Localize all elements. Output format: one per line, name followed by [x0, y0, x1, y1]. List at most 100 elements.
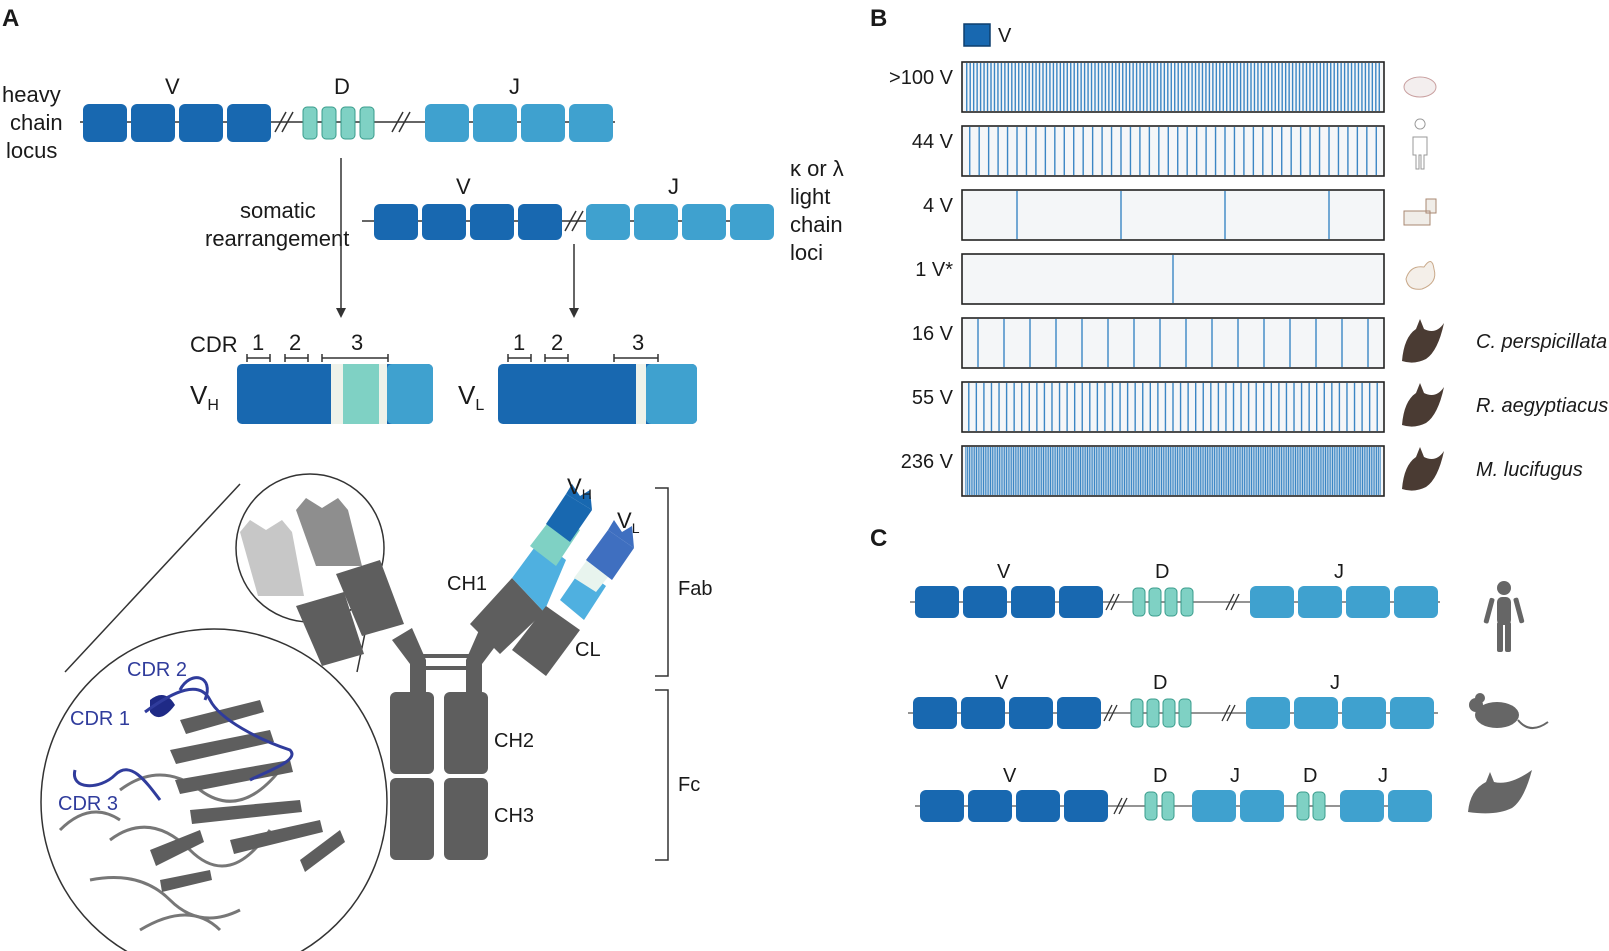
d-segment: [359, 106, 375, 140]
chicken-icon: [1405, 261, 1436, 290]
right-ch3-domain: [444, 778, 488, 860]
arrow-head: [336, 308, 346, 318]
panel-c: C V D J: [870, 525, 1549, 822]
ch3-label: CH3: [494, 805, 534, 827]
light-chain-label-2: light: [790, 184, 830, 209]
c3-d1-label: D: [1153, 765, 1167, 787]
left-vl-domain: [240, 532, 304, 596]
v-gene-track: [961, 125, 1385, 177]
structure-inset: CDR 2 CDR 1 CDR 3: [40, 628, 388, 951]
v-segment: [518, 204, 562, 240]
v-count-label: 4 V: [923, 195, 954, 217]
j-segment: [730, 204, 774, 240]
disulfide-bond: [410, 666, 482, 670]
right-vl-cdr: [574, 556, 612, 592]
v-gene-row: 44 V: [912, 118, 1428, 177]
right-ch1-domain: [470, 578, 544, 654]
right-hinge: [466, 628, 500, 700]
locus-row-mouse: V D J: [908, 672, 1549, 729]
fc-bracket: [655, 689, 669, 861]
c3-v-label: V: [1003, 765, 1017, 787]
break-mark: [564, 210, 584, 232]
panel-a: A heavy chain locus V: [2, 5, 844, 951]
v-segment: [83, 104, 127, 142]
left-ch3-domain: [390, 778, 434, 860]
bat-icon: [1402, 383, 1444, 427]
cdr1-helix: [150, 695, 175, 718]
bat-icon: [1402, 447, 1444, 491]
rearrangement-arrows: [336, 158, 579, 318]
arrow-head: [569, 308, 579, 318]
disulfide-bond: [410, 654, 482, 658]
ab-vl-label: VL: [617, 508, 640, 536]
heavy-chain-label-3: locus: [6, 138, 57, 163]
heavy-d-label: D: [334, 74, 350, 99]
j-segment: [586, 204, 630, 240]
left-ch2-domain: [390, 692, 434, 774]
c1-v-label: V: [997, 561, 1011, 583]
panel-a-letter: A: [2, 5, 19, 32]
v-count-label: 55 V: [912, 387, 954, 409]
heavy-v-label: V: [165, 74, 180, 99]
v-gene-track: [961, 189, 1385, 241]
v-gene-track: [961, 317, 1385, 369]
right-cl-domain: [512, 606, 580, 676]
v-count-label: 236 V: [901, 451, 954, 473]
v-gene-row: 55 V R. aegyptiacus: [912, 381, 1608, 433]
heavy-chain-label-1: heavy: [2, 82, 61, 107]
v-count-label: >100 V: [889, 67, 954, 89]
locus-row-human: V D J: [910, 561, 1525, 652]
cdr1-number: 1: [252, 330, 264, 355]
light-chain-locus: V J: [362, 174, 774, 240]
c1-j-label: J: [1334, 561, 1344, 583]
cdr3-label: CDR 3: [58, 793, 118, 815]
vl-cdr1-number: 1: [513, 330, 525, 355]
light-chain-label-1: κ or λ: [790, 156, 844, 181]
cdr2-label: CDR 2: [127, 659, 187, 681]
light-chain-label-4: loci: [790, 240, 823, 265]
v-count-label: 1 V*: [915, 259, 953, 281]
species-name: R. aegyptiacus: [1476, 395, 1608, 417]
light-v-label: V: [456, 174, 471, 199]
beta-strands: [150, 700, 345, 892]
right-vh-domain: [546, 494, 592, 542]
vl-cdr3-number: 3: [632, 330, 644, 355]
human-icon: [1483, 581, 1525, 652]
v-count-label: 16 V: [912, 323, 954, 345]
light-chain-label-3: chain: [790, 212, 843, 237]
mouse-icon: [1403, 76, 1437, 98]
cdr3-loop: [73, 768, 162, 801]
locus-row-bat: V D J D J: [915, 765, 1532, 822]
left-hinge: [392, 628, 426, 700]
c3-d2-label: D: [1303, 765, 1317, 787]
mouse-icon: [1469, 693, 1549, 729]
c1-d-label: D: [1155, 561, 1169, 583]
vl-rearranged: 1 2 3 VL: [458, 330, 697, 424]
j-segment: [425, 104, 469, 142]
ch2-label: CH2: [494, 730, 534, 752]
antibody-structure: VH VL CH1 CL CH2 CH3 Fab Fc: [240, 474, 712, 861]
heavy-j-label: J: [509, 74, 520, 99]
cdr2-loop: [144, 687, 294, 782]
break-mark: [391, 111, 411, 133]
goat-icon: [1403, 198, 1437, 226]
d-segment: [340, 106, 356, 140]
c2-v-label: V: [995, 672, 1009, 694]
v-segment: [131, 104, 175, 142]
j-segment: [521, 104, 565, 142]
right-vl-domain: [586, 530, 634, 580]
legend-swatch: [963, 23, 991, 47]
cdr-brackets: [246, 354, 389, 362]
panel-c-letter: C: [870, 525, 887, 552]
v-gene-row: 1 V*: [915, 253, 1436, 305]
human-icon: [1412, 118, 1428, 170]
v-segment: [374, 204, 418, 240]
v-segment: [422, 204, 466, 240]
species-name: C. perspicillata: [1476, 331, 1607, 353]
cdr3-number: 3: [351, 330, 363, 355]
fc-label: Fc: [678, 774, 700, 796]
v-segment: [227, 104, 271, 142]
